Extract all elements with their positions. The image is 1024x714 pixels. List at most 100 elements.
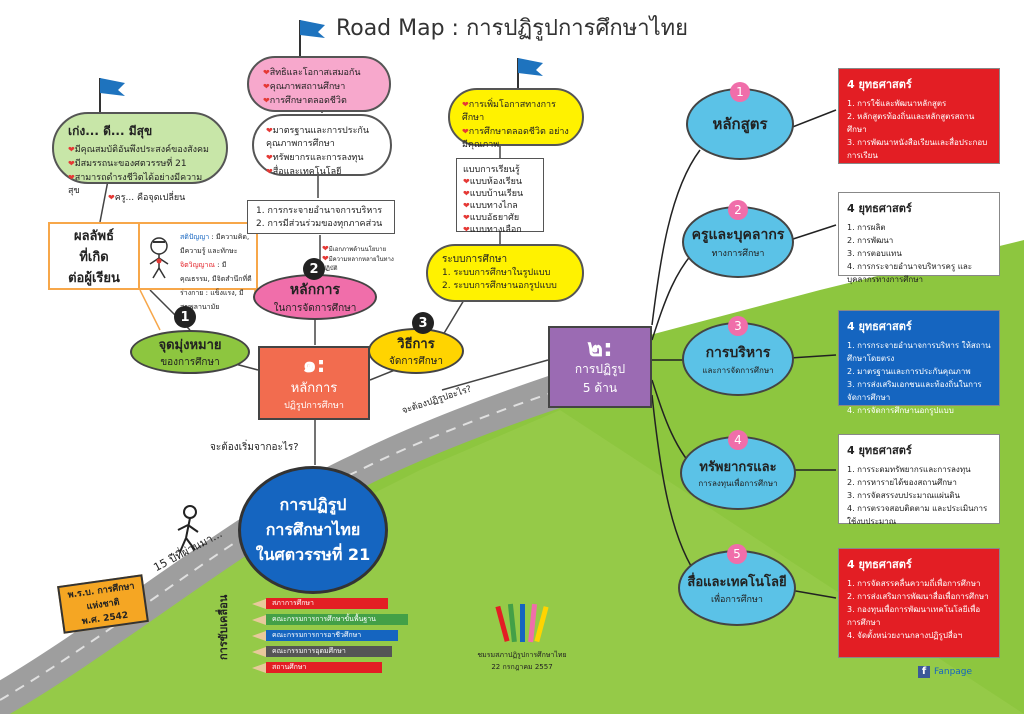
strategy-box-2: 4 ยุทธศาสตร์ 1. การผลิต 2. การพัฒนา 3. ก… [838,192,1000,284]
strategy-item: 2. การส่งเสริมการพัฒนาสื่อเพื่อการศึกษา [847,592,989,601]
strategy-item: 4. การตรวจสอบติดตาม และประเมินการใช้งบปร… [847,504,988,526]
student-icon [149,237,169,279]
outcome-line: ผลลัพธ์ [73,228,115,244]
agency-label: คณะกรรมการการศึกษาขั้นพื้นฐาน [266,614,408,625]
pencil-tip-icon [252,662,266,673]
strategy-item: 3. การตอบแทน [847,249,902,258]
policy-note: มีความหลากหลายในทางปฏิบัติ [322,254,402,273]
strategy-heading: 4 ยุทธศาสตร์ [847,78,912,91]
agency-pencil: สถานศึกษา [252,662,382,673]
pencil-tip-icon [252,614,266,625]
agency-label: คณะกรรมการอุดมศึกษา [266,646,392,657]
teacher-note: ครู... คือจุดเปลี่ยน [108,190,186,204]
strategy-item: 2. หลักสูตรท้องถิ่นและหลักสูตรสถานศึกษา [847,112,975,134]
strategy-item: 3. การพัฒนาหนังสือเรียนและสื่อประกอบการเ… [847,138,988,160]
learning-box: แบบการเรียนรู้ แบบห้องเรียน แบบบ้านเรียน… [456,158,544,235]
trait-row: จิตวิญญาณ : มีคุณธรรม, มีจิตสำนึกที่ดี [180,261,252,283]
admin-item: 1. การกระจายอำนาจการบริหาร [256,206,383,216]
manage-pill: หลักการ ในการจัดการศึกษา [253,274,377,320]
principle-sublabel: ปฏิรูปการศึกษา [284,400,344,411]
goal-sublabel: ของการศึกษา [160,357,220,368]
method-sublabel: จัดการศึกษา [388,356,443,367]
center-circle: การปฏิรูป การศึกษาไทย ในศตวรรษที่ 21 [238,466,388,594]
manage-sublabel: ในการจัดการศึกษา [273,302,357,314]
strategy-item: 1. การผลิต [847,223,886,232]
strategy-item: 1. การใช้และพัฒนาหลักสูตร [847,99,947,108]
outcome-line: ที่เกิด [79,249,109,265]
center-line: การศึกษาไทย [265,519,361,539]
fanpage-link[interactable]: f Fanpage [918,666,972,678]
goal-item: มีคุณสมบัติอันพึงประสงค์ของสังคม [68,143,212,157]
rights-item: สิทธิและโอกาสเสมอกัน [263,66,375,80]
strategy-item: 1. การกระจายอำนาจการบริหาร ให้สถานศึกษาโ… [847,341,991,363]
standards-item: มาตรฐานและการประกันคุณภาพการศึกษา [266,124,378,151]
strategy-heading: 4 ยุทธศาสตร์ [847,558,912,571]
reform-sublabel: 5 ด้าน [582,381,618,395]
learning-item: แบบทางไกล [463,200,537,212]
learning-item: แบบบ้านเรียน [463,188,537,200]
strategy-item: 3. การส่งเสริมเอกชนและท้องถิ่นในการจัดกา… [847,380,982,402]
agency-label: สถานศึกษา [266,662,382,673]
strategy-heading: 4 ยุทธศาสตร์ [847,444,912,457]
reform-label: การปฏิรูป [574,362,626,376]
center-line: ในศตวรรษที่ 21 [255,544,371,564]
agency-pencil: สภาการศึกษา [252,598,388,609]
principle-number: ๑: [302,352,326,378]
reform-number: ๒: [587,334,613,362]
goal-cloud-heading: เก่ง... ดี... มีสุข [68,124,153,138]
agency-pencil: คณะกรรมการการศึกษาขั้นพื้นฐาน [252,614,408,625]
system-heading: ระบบการศึกษา [442,254,508,265]
strategy-item: 3. การจัดสรรงบประมาณแผ่นดิน [847,491,960,500]
area-sublabel: เพื่อการศึกษา [711,594,763,605]
strategy-item: 4. การกระจายอำนาจบริหารครู และ บุคลากรทา… [847,262,973,284]
standards-item: ทรัพยากรและการลงทุน [266,151,378,165]
method-label: วิธีการ [397,337,435,352]
standards-cloud: มาตรฐานและการประกันคุณภาพการศึกษา ทรัพยา… [252,114,392,179]
agency-pencil: คณะกรรมการการอาชีวศึกษา [252,630,398,641]
area-number: 2 [728,200,748,220]
strategy-box-4: 4 ยุทธศาสตร์ 1. การระดมทรัพยากรและการลงท… [838,434,1000,526]
org-name: ชมรมสภาปฏิรูปการศึกษาไทย [477,651,567,659]
org-date: 22 กรกฎาคม 2557 [491,663,553,671]
page-title: Road Map : การปฏิรูปการศึกษาไทย [335,16,689,41]
outcome-box: ผลลัพธ์ ที่เกิด ต่อผู้เรียน [48,222,140,290]
org-logo-icon [495,603,549,643]
strategy-item: 2. มาตรฐานและการประกันคุณภาพ [847,367,971,376]
area-circle-4: 4 ทรัพยากรและ การลงทุนเพื่อการศึกษา [680,430,796,510]
area-circle-2: 2 ครูและบุคลากร ทางการศึกษา [682,200,794,278]
area-sublabel: ทางการศึกษา [711,249,765,259]
agency-label: สภาการศึกษา [266,598,388,609]
opportunity-item: การเพิ่มโอกาสทางการศึกษา [462,98,570,125]
principle-label: หลักการ [290,380,338,396]
admin-item: 2. การมีส่วนร่วมของทุกภาคส่วน [256,219,383,229]
learning-item: แบบทางเลือก [463,224,537,236]
principle-box: ๑: หลักการ ปฏิรูปการศึกษา [258,346,370,420]
facebook-icon: f [918,666,930,678]
area-circle-3: 3 การบริหาร และการจัดการศึกษา [682,316,794,396]
area-number: 5 [727,544,747,564]
strategy-box-5: 4 ยุทธศาสตร์ 1. การจัดสรรคลื่นความถี่เพื… [838,548,1000,658]
strategy-box-3: 4 ยุทธศาสตร์ 1. การกระจายอำนาจการบริหาร … [838,310,1000,415]
agencies-label: การขับเคลื่อน [217,594,230,660]
strategy-item: 2. การพัฒนา [847,236,894,245]
strategy-item: 2. การหารายได้ของสถานศึกษา [847,478,957,487]
area-number: 1 [730,82,750,102]
strategy-item: 1. การระดมทรัพยากรและการลงทุน [847,465,971,474]
standards-item: สื่อและเทคโนโลยี [266,165,378,179]
area-number: 3 [728,316,748,336]
strategy-item: 4. การจัดการศึกษานอกรูปแบบ [847,406,954,415]
flag-icons [99,20,543,112]
goal-item: มีสมรรถนะของศตวรรษที่ 21 [68,157,212,171]
agency-pencil: คณะกรรมการอุดมศึกษา [252,646,392,657]
area-label: สื่อและเทคโนโลยี [687,574,787,590]
system-cloud: ระบบการศึกษา 1. ระบบการศึกษาในรูปแบบ 2. … [426,244,584,302]
trait-row: ร่างกาย : แข็งแรง, มีสุขพลานามัย [180,289,244,311]
rights-cloud: สิทธิและโอกาสเสมอกัน คุณภาพสถานศึกษา การ… [247,56,391,112]
system-item: 2. ระบบการศึกษานอกรูปแบบ [442,281,557,291]
area-label: การบริหาร [705,344,771,361]
goal-pill: จุดมุ่งหมาย ของการศึกษา [130,330,250,374]
area-label: ครูและบุคลากร [691,227,785,243]
pencil-tip-icon [252,646,266,657]
admin-box: 1. การกระจายอำนาจการบริหาร 2. การมีส่วนร… [247,200,395,234]
rights-item: คุณภาพสถานศึกษา [263,80,375,94]
